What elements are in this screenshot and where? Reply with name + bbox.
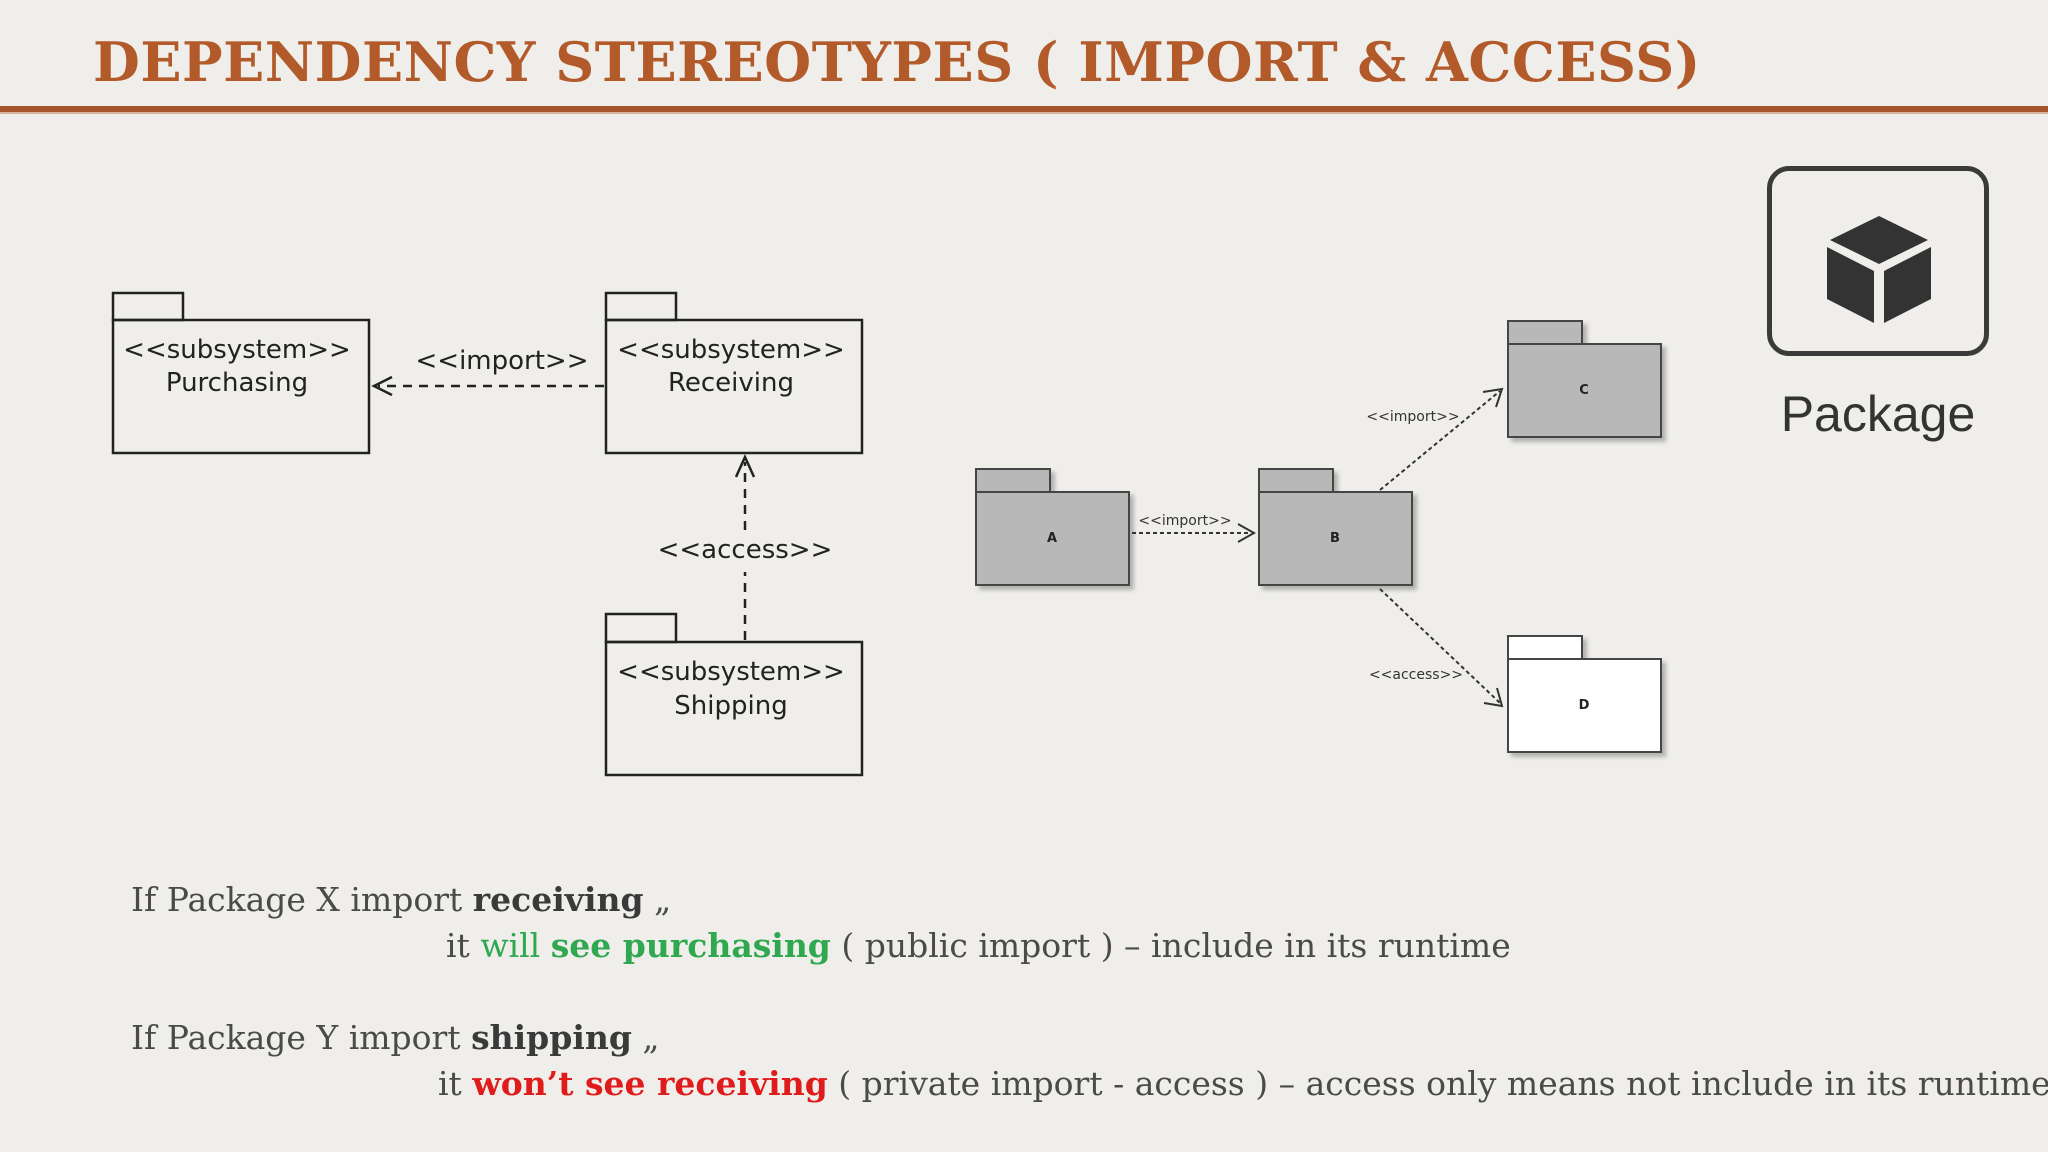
access-bd-arrowhead [1483,687,1504,708]
title-divider [0,106,2048,114]
receiving-name: Receiving [668,368,794,398]
import-ab-arrowhead [1237,523,1257,543]
package-a-label: A [1047,531,1057,546]
shipping-stereotype: <<subsystem>> [617,657,845,687]
import-arrowhead [371,375,393,397]
package-label: Package [1780,386,1976,442]
note-line-3: If Package Y import shipping „ [131,1018,660,1057]
note-line-4: it won’t see receiving ( private import … [438,1064,2048,1103]
note-line-1: If Package X import receiving „ [131,880,672,919]
import-bc-label: <<import>> [1366,409,1459,425]
package-icon [1827,216,1931,323]
access-label: <<access>> [658,535,833,565]
package-b-label: B [1330,531,1340,546]
access-arrowhead [734,453,756,478]
receiving-stereotype: <<subsystem>> [617,335,845,365]
access-bd-label: <<access>> [1369,667,1463,683]
package-a [975,468,1130,586]
package-d-label: D [1579,698,1590,713]
slide-title: DEPENDENCY STEREOTYPES ( IMPORT & ACCESS… [93,30,1701,94]
package-purchasing [111,291,371,455]
package-c [1507,320,1662,438]
purchasing-stereotype: <<subsystem>> [123,335,351,365]
import-bc-line [1379,390,1501,491]
package-d [1507,635,1662,753]
access-bd-line [1379,588,1501,704]
import-bc-arrowhead [1482,387,1504,408]
package-c-label: C [1579,383,1589,398]
package-icon-frame [1767,166,1989,356]
package-receiving [604,291,864,455]
package-shipping [604,612,864,777]
shipping-name: Shipping [674,691,787,721]
import-label: <<import>> [416,346,589,376]
package-b [1258,468,1413,586]
note-line-2: it will see purchasing ( public import )… [446,926,1511,965]
purchasing-name: Purchasing [166,368,308,398]
import-ab-label: <<import>> [1138,513,1231,529]
